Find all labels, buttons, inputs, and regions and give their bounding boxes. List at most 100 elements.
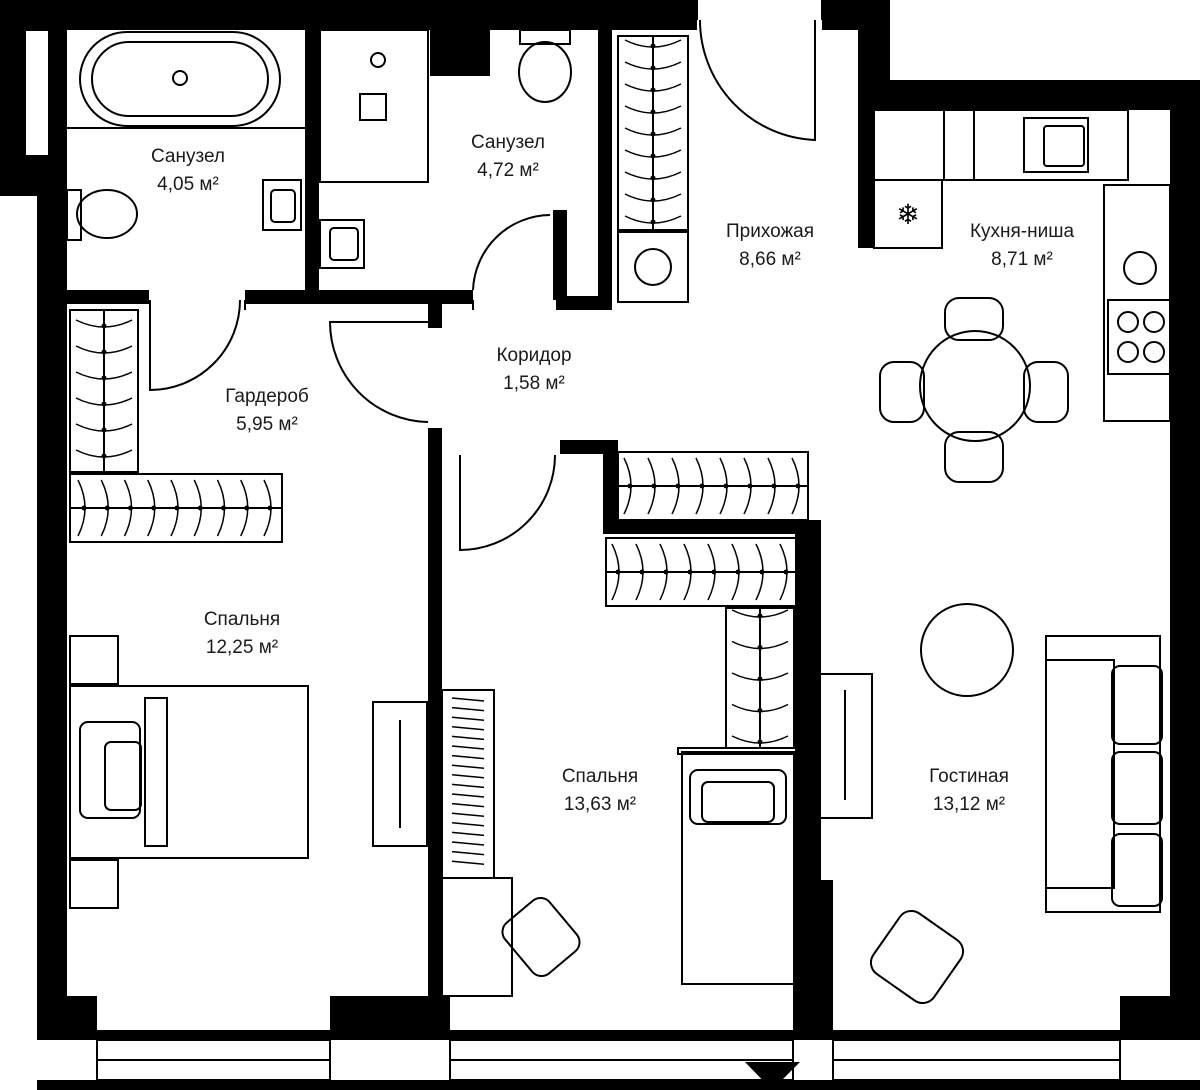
wall-kitchen-left: [858, 108, 874, 248]
hanger-hook: [267, 505, 273, 511]
washing-machine-icon: [617, 231, 689, 303]
hanger-hook: [650, 131, 656, 137]
sink-icon-2: [319, 219, 365, 269]
hanger-hook: [101, 349, 107, 355]
wall-sill: [37, 1080, 1200, 1090]
svg-text:❄: ❄: [896, 198, 919, 231]
wall-bed2-right-top: [603, 440, 618, 530]
hanger-hook: [627, 483, 633, 489]
hanger-hook: [687, 569, 693, 575]
hanger-hook: [101, 375, 107, 381]
hanger-hook: [174, 505, 180, 511]
hanger-hook: [663, 569, 669, 575]
wall-corridor-stub: [428, 300, 442, 328]
bedroom2-wardrobe-top: [617, 451, 809, 521]
hanger-hook: [795, 483, 801, 489]
shelf-slat: [451, 774, 485, 779]
kitchen-sink-icon: [1023, 117, 1089, 173]
hanger-hook: [244, 505, 250, 511]
wall-bed2-right: [795, 520, 821, 890]
hanger-hook: [757, 739, 763, 745]
wardrobe-closet-vertical: [69, 309, 139, 473]
wall-column-left: [24, 29, 50, 157]
hanger-hook: [735, 569, 741, 575]
wall-bath2-bottom-right: [556, 296, 612, 310]
wall-wardrobe-top: [37, 428, 67, 440]
shelf-slat: [451, 745, 485, 750]
armchair-icon: [869, 909, 965, 1005]
hanger-hook: [723, 483, 729, 489]
bathtub-icon: [79, 31, 281, 127]
hanger-hook: [783, 569, 789, 575]
shelf-slat: [451, 802, 485, 808]
shelf-slat: [451, 716, 485, 721]
doors: [149, 0, 823, 552]
sink-icon: [262, 179, 302, 231]
wall-bath1-bottom-left: [37, 290, 149, 304]
dining-table-icon: [879, 297, 1069, 483]
shelf-slat: [451, 850, 485, 856]
hanger-hook: [650, 109, 656, 115]
hanger-hook: [699, 483, 705, 489]
hanger-hook: [81, 505, 87, 511]
hanger-hook: [221, 505, 226, 511]
wall-right: [1170, 80, 1200, 1040]
wall-bedroom-divider: [428, 428, 442, 1040]
shelf-slat: [451, 726, 485, 731]
bedroom2-wardrobe-mid: [605, 537, 797, 607]
hanger-hook: [651, 483, 657, 489]
shelf-slat: [451, 831, 485, 837]
hanger-hook: [650, 65, 656, 71]
hanger-hook: [615, 569, 621, 575]
tv-stand-icon: [372, 701, 428, 847]
hanger-hook: [197, 505, 203, 511]
hanger-hook: [639, 569, 645, 575]
shelf-slat: [451, 764, 485, 769]
shelf-slat: [451, 812, 485, 817]
wall-left: [37, 190, 67, 1040]
hanger-hook: [757, 613, 763, 619]
wall-shaft: [430, 20, 490, 76]
hanger-hook: [650, 43, 656, 49]
bed-icon: [69, 685, 309, 859]
hanger-hook: [101, 401, 107, 407]
tv-stand-icon-2: [817, 673, 873, 819]
stove-icon: [1107, 251, 1171, 375]
windows: [96, 1039, 1121, 1081]
wall-bottom-strip: [37, 1030, 1200, 1040]
hanger-hook: [650, 153, 656, 159]
wall-bath-divider: [305, 20, 319, 300]
hanger-hook: [757, 645, 763, 650]
shelf-slat: [451, 793, 485, 798]
hanger-hook: [771, 483, 777, 489]
shelf-slat: [451, 822, 485, 827]
shelf-slat: [451, 735, 485, 741]
hanger-hook: [101, 453, 107, 459]
wall-bath2-door-left: [553, 210, 567, 300]
toilet-icon-2: [518, 29, 572, 103]
hanger-hook: [101, 323, 107, 329]
entrance-arrow: [745, 1062, 800, 1090]
desk-icon: [441, 689, 581, 997]
hanger-hook: [747, 483, 753, 489]
sofa-icon: [1045, 635, 1163, 913]
hanger-hook: [757, 676, 763, 682]
hanger-hook: [650, 87, 656, 93]
hanger-hook: [759, 569, 765, 575]
nightstand-icon: [69, 635, 119, 685]
hanger-hook: [151, 505, 157, 511]
hanger-hook: [675, 483, 681, 489]
shelf-slat: [451, 860, 485, 865]
hanger-hook: [757, 708, 763, 713]
wall-bath-bottom: [245, 290, 473, 304]
wall-top-left: [0, 0, 697, 30]
wall-living-left: [793, 880, 833, 1030]
wall-kitchen-top: [858, 80, 1200, 110]
shelf-slat: [451, 754, 485, 760]
hanger-hook: [711, 569, 717, 575]
wall-bed2-jog: [603, 520, 821, 534]
hanger-hook: [650, 219, 656, 225]
coffee-table-icon: [920, 603, 1014, 697]
toilet-icon: [66, 189, 138, 241]
